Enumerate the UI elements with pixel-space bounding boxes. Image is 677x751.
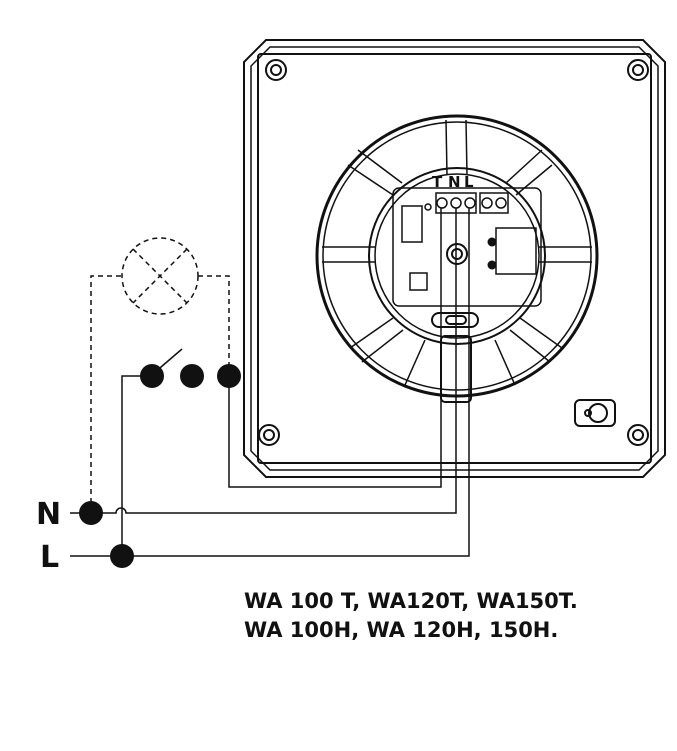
caption-line-2: WA 100H, WA 120H, 150H. [244,618,558,642]
live-junction [110,544,134,568]
terminal-label-l: L [464,173,474,191]
neutral-junction [79,501,103,525]
wiring [70,208,470,557]
corner-screw-icon [258,59,649,446]
switch-icon [140,364,241,388]
terminal-block-icon [424,192,509,214]
fan-unit-icon [243,39,666,478]
neutral-label: N [36,497,61,532]
caption-line-1: WA 100 T, WA120T, WA150T. [244,589,578,613]
terminal-label-t: T [432,173,443,191]
live-label: L [40,540,59,575]
lamp-icon [90,237,230,512]
terminal-label-n: N [448,173,461,191]
